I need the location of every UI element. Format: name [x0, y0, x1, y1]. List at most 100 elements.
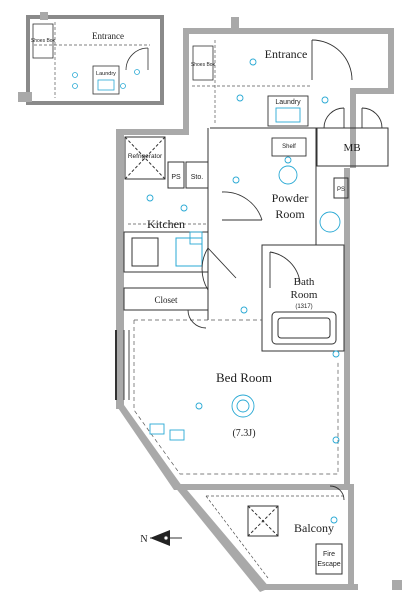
wall-outlet — [149, 423, 165, 435]
laundry-label: Laundry — [275, 99, 301, 106]
powder-door-arc — [221, 191, 263, 221]
fire-escape-label-1: Fire — [323, 551, 335, 558]
basin-icon — [319, 211, 341, 233]
mb-door-arc-left — [323, 107, 345, 129]
ps-right-label: PS — [337, 187, 345, 193]
laundry-box — [267, 95, 309, 127]
powder-label-1: Powder — [272, 191, 309, 205]
refrigerator-box — [124, 136, 166, 180]
closet-door-arc — [187, 309, 207, 329]
inset-wall-stub — [40, 12, 48, 20]
powder-label-2: Room — [275, 207, 305, 221]
ps-kitchen-box — [167, 161, 185, 189]
bed-dashed — [133, 320, 339, 475]
balcony-hatch-x2 — [247, 505, 279, 537]
wall-diagonal — [116, 405, 182, 490]
balcony-label: Balcony — [294, 521, 334, 535]
ps-kitchen-label: PS — [171, 174, 181, 181]
storage-label: Sto. — [191, 174, 204, 181]
main-walls — [116, 17, 402, 592]
light-icon-inner — [236, 399, 250, 413]
inset-fixture-icon — [72, 72, 78, 78]
bed-door-leaf — [207, 247, 237, 279]
inset-laundry-fixture — [97, 79, 115, 91]
inset-fixture-icon — [134, 69, 140, 75]
wall-top — [183, 28, 394, 34]
wall-left — [116, 129, 124, 409]
mb-box — [316, 127, 389, 167]
light-icon — [330, 516, 338, 524]
light-icon — [332, 436, 340, 444]
light-icon — [284, 156, 292, 164]
light-icon — [332, 350, 340, 358]
light-icon — [231, 394, 255, 418]
wall-right — [388, 28, 394, 88]
kitchen-label: Kitchen — [147, 217, 185, 231]
compass-center — [163, 535, 169, 541]
shoes-box — [192, 45, 214, 81]
toilet-icon — [278, 165, 298, 185]
inset-laundry-label: Laundry — [96, 71, 116, 77]
wall-kitchen-top — [116, 129, 189, 135]
wall-balcony-right — [348, 484, 354, 590]
kitchen-sink — [175, 237, 203, 267]
mb-door-arc-right — [361, 107, 383, 129]
ps-right-box — [333, 177, 349, 199]
bath-size-label: (1317) — [295, 304, 312, 310]
light-icon — [180, 204, 188, 212]
wall-bottom — [258, 584, 358, 590]
closet-box — [123, 287, 209, 311]
bath-door-arc — [269, 251, 301, 283]
shelf-label: Shelf — [282, 144, 296, 150]
light-icon — [195, 402, 203, 410]
inset-shoes-box — [32, 23, 54, 59]
compass-n-label: N — [140, 534, 147, 545]
mb-label: MB — [343, 142, 360, 154]
inset-door-arc — [125, 47, 149, 71]
light-icon — [236, 94, 244, 102]
compass: N — [140, 530, 182, 546]
wall-balcony-stub — [392, 580, 402, 590]
inset-wall-stub-bottom — [18, 92, 32, 102]
inset-fixture-icon — [120, 83, 126, 89]
storage-box — [185, 161, 209, 189]
shoes-box-label: Shoes Box — [191, 62, 216, 68]
wall-right-lower — [350, 88, 394, 94]
light-icon — [146, 194, 154, 202]
wall-top-stub — [231, 17, 239, 30]
fire-escape-label-2: Escape — [317, 561, 340, 568]
wall-outlet — [169, 429, 185, 441]
wall-entrance-left — [183, 28, 189, 129]
inset-plan: Shoes Box Entrance Laundry — [18, 12, 164, 105]
bathtub — [271, 311, 337, 345]
kitchen-stove — [131, 237, 159, 267]
fire-escape-box — [315, 543, 343, 575]
bathtub-inner — [277, 317, 331, 339]
balcony-hatch — [247, 505, 279, 537]
kitchen-counter — [123, 231, 209, 273]
wall-diagonal-bottom — [174, 484, 270, 592]
light-icon — [321, 96, 329, 104]
wall-right-bed — [344, 168, 350, 488]
inset-outer-wall — [26, 15, 164, 105]
bath-room-box — [261, 244, 345, 352]
balcony-door-arc — [329, 485, 345, 501]
inset-entrance-label: Entrance — [92, 31, 124, 41]
bed-room-label: Bed Room — [216, 370, 272, 385]
bed-door-arc — [201, 247, 209, 291]
entrance-label: Entrance — [265, 47, 308, 61]
inset-laundry — [92, 65, 120, 95]
shelf-box — [271, 137, 307, 157]
wall-balcony-top — [174, 484, 350, 490]
light-icon — [240, 306, 248, 314]
interior-lines — [123, 40, 389, 579]
balcony-dashed-2 — [205, 495, 269, 579]
light-icon — [249, 58, 257, 66]
compass-arrow-icon — [150, 530, 170, 546]
bath-label-1: Bath — [294, 276, 315, 288]
labels: Entrance Shoes Box Laundry Shelf MB Refr… — [128, 45, 361, 568]
doors — [115, 39, 383, 501]
inset-fixture-icon — [72, 83, 78, 89]
light-icon — [232, 176, 240, 184]
